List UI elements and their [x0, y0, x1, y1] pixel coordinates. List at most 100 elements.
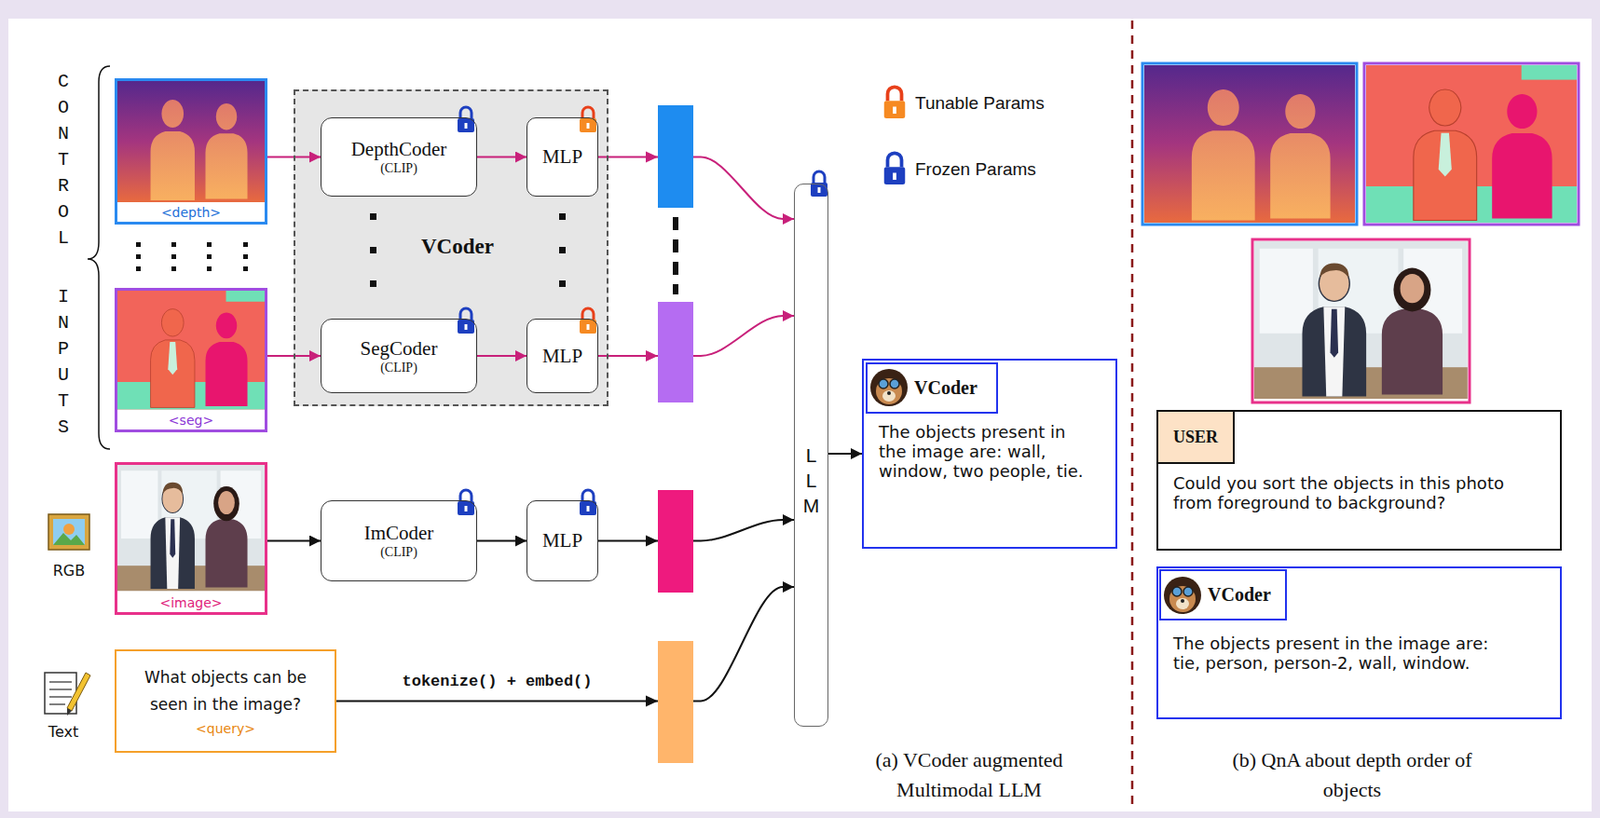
example-picture — [1364, 63, 1579, 225]
lock-icon — [579, 490, 597, 516]
ellipsis-dots — [136, 242, 141, 247]
ellipsis-dots — [171, 242, 177, 247]
ellipsis-dots — [171, 266, 177, 272]
user-message: Could you sort the objects in this photo… — [1156, 410, 1562, 551]
llm-block: LLM — [793, 183, 829, 727]
text-query: What objects can be seen in the image?<q… — [114, 649, 337, 753]
modality-label: RGB — [53, 561, 86, 580]
subfigure-caption: (b) QnA about depth order of objects — [1217, 745, 1488, 806]
legend-lock — [884, 86, 906, 185]
embedding-bar — [657, 105, 694, 208]
example-picture — [1254, 241, 1468, 399]
lock-icon — [457, 107, 475, 133]
text-icon — [67, 708, 72, 716]
arrowhead — [645, 350, 658, 362]
rgb-icon — [48, 514, 90, 550]
ellipsis-dots — [369, 246, 377, 254]
speaker-header: VCoder — [865, 362, 999, 414]
answer-text: The objects present in the image are: ti… — [1173, 633, 1513, 673]
avatar-icon — [870, 369, 908, 407]
input-picture — [117, 290, 265, 410]
arrowhead — [645, 535, 658, 548]
encoder-backbone: (CLIP) — [380, 160, 418, 177]
ellipsis-dots — [243, 254, 248, 260]
encoder-name: DepthCoder — [351, 137, 448, 161]
connector — [267, 540, 321, 543]
image-encoder: ImCoder(CLIP) — [320, 500, 478, 582]
encoder-backbone: (CLIP) — [380, 359, 418, 376]
ellipsis-dots — [171, 254, 177, 260]
page-panel — [8, 18, 1592, 812]
group-title: VCoder — [421, 234, 494, 260]
avatar-icon — [870, 369, 1202, 615]
mlp-projector: MLP — [526, 117, 599, 197]
arrowhead — [645, 151, 658, 164]
lock-icon — [579, 107, 597, 133]
lock-icon — [457, 490, 475, 516]
rgb-image-input: <image> — [114, 462, 268, 616]
legend-text: Frozen Params — [915, 159, 1037, 180]
input-picture — [117, 464, 265, 591]
box-fill — [320, 117, 829, 727]
encoder-backbone: (CLIP) — [380, 544, 418, 561]
connector — [598, 315, 794, 356]
box-fill — [320, 318, 478, 394]
ellipsis-dots — [136, 242, 248, 272]
connector — [598, 519, 794, 542]
rgb-icon — [48, 514, 90, 550]
depth-encoder: DepthCoder(CLIP) — [320, 117, 478, 197]
input-tag: <image> — [159, 595, 222, 612]
connector-group — [267, 151, 862, 708]
example-picture — [1142, 63, 1357, 225]
lock-icon — [457, 107, 828, 516]
ellipsis-dots — [369, 280, 377, 288]
query-text: What objects can be seen in the image? — [127, 664, 324, 719]
input-tag: <depth> — [161, 205, 221, 221]
legend-lock — [884, 86, 906, 119]
message-text: Could you sort the objects in this photo… — [1173, 473, 1513, 513]
encoder-name: ImCoder — [364, 521, 435, 545]
speaker-name: VCoder — [914, 377, 978, 399]
ellipsis-dots — [243, 242, 248, 247]
ellipsis-dots — [243, 266, 248, 272]
text-icon — [44, 672, 91, 716]
input-tag: <query> — [195, 718, 256, 739]
input-tag: <seg> — [168, 412, 214, 429]
llm-title: LLM — [803, 442, 821, 519]
ellipsis-dots — [136, 266, 141, 272]
encoder-name: SegCoder — [360, 337, 438, 360]
rgb-icon — [53, 519, 85, 546]
ellipsis-dots — [559, 246, 566, 254]
connector — [336, 587, 794, 702]
text-icon — [67, 672, 91, 712]
ellipsis-dots — [559, 280, 566, 288]
lock-icon — [579, 308, 597, 334]
depth-map-input: <depth> — [114, 78, 268, 225]
embedding-bar — [657, 105, 694, 764]
side-label: CONTROL — [57, 68, 69, 252]
mlp-projector: MLP — [526, 500, 599, 582]
side-label: INPUTS — [57, 284, 69, 441]
ellipsis-dots — [206, 242, 212, 247]
input-picture — [117, 81, 265, 203]
ellipsis-dots — [136, 254, 141, 260]
legend-lock — [884, 152, 906, 185]
modality-label: Text — [48, 723, 79, 741]
legend-text: Tunable Params — [915, 93, 1045, 114]
connector — [477, 156, 527, 159]
seg-encoder: SegCoder(CLIP) — [320, 318, 478, 394]
speaker-header: USER — [1156, 410, 1235, 465]
mlp-name: MLP — [542, 344, 583, 369]
embedding-bar — [657, 490, 694, 593]
answer-text: The objects present in the image are: wa… — [878, 422, 1095, 481]
connector — [477, 540, 527, 543]
segmentation-map-input: <seg> — [114, 287, 268, 433]
rgb-icon — [63, 523, 75, 535]
example-picture — [1144, 65, 1355, 223]
answer-box: The objects present in the image are: wa… — [861, 358, 1118, 549]
connector — [477, 355, 527, 357]
embedding-bar — [657, 301, 694, 403]
edge-label: tokenize() + embed() — [399, 672, 594, 691]
connector — [598, 157, 794, 220]
